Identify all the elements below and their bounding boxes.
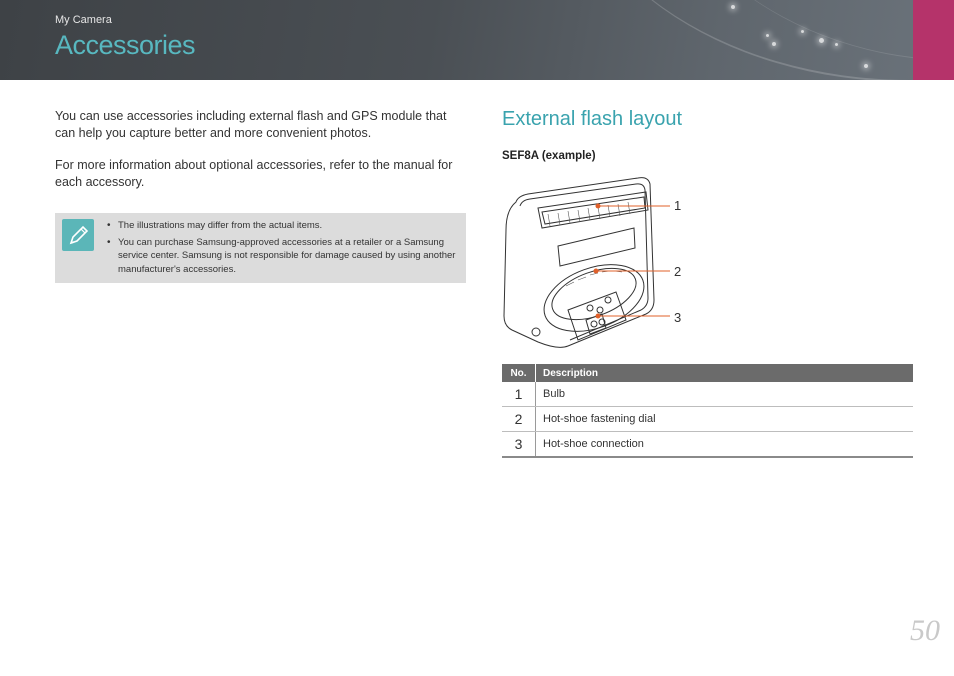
column-header-no: No. <box>502 364 536 382</box>
note-item: You can purchase Samsung-approved access… <box>107 236 457 277</box>
header-accent-bar <box>913 0 954 80</box>
header-sparkle <box>766 34 769 37</box>
table-row: 2 Hot-shoe fastening dial <box>502 406 913 432</box>
page-number: 50 <box>910 614 940 647</box>
table-row: 3 Hot-shoe connection <box>502 431 913 458</box>
row-description: Hot-shoe fastening dial <box>535 406 913 432</box>
intro-text: You can use accessories including extern… <box>55 108 465 206</box>
header-sparkle <box>819 38 824 43</box>
page-title: Accessories <box>55 30 196 60</box>
callout-number: 3 <box>674 310 682 325</box>
row-number: 2 <box>502 406 536 432</box>
intro-paragraph: You can use accessories including extern… <box>55 109 447 140</box>
note-list: The illustrations may differ from the ac… <box>107 219 457 279</box>
breadcrumb: My Camera <box>55 14 112 26</box>
header-sparkle <box>835 43 838 46</box>
callout-number: 2 <box>674 264 682 279</box>
section-title: External flash layout <box>502 108 683 130</box>
note-box: The illustrations may differ from the ac… <box>55 213 466 283</box>
pencil-note-icon <box>62 219 94 251</box>
flash-drawing <box>503 177 670 348</box>
column-header-description: Description <box>535 364 913 382</box>
row-description: Hot-shoe connection <box>535 431 913 458</box>
header-sparkle <box>864 64 868 68</box>
page-header: My Camera Accessories <box>0 0 954 80</box>
row-number: 3 <box>502 431 536 458</box>
model-label: SEF8A (example) <box>502 150 596 162</box>
header-sparkle <box>772 42 776 46</box>
parts-table: No. Description 1 Bulb 2 Hot-shoe fasten… <box>502 364 913 458</box>
header-sparkle <box>731 5 735 9</box>
note-item: The illustrations may differ from the ac… <box>107 219 457 233</box>
row-number: 1 <box>502 382 536 407</box>
table-row: 1 Bulb <box>502 382 913 407</box>
row-description: Bulb <box>535 382 913 407</box>
header-sparkle <box>801 30 804 33</box>
flash-illustration <box>498 170 698 360</box>
intro-paragraph: For more information about optional acce… <box>55 158 453 189</box>
callout-number: 1 <box>674 198 682 213</box>
table-header-row: No. Description <box>502 364 913 382</box>
